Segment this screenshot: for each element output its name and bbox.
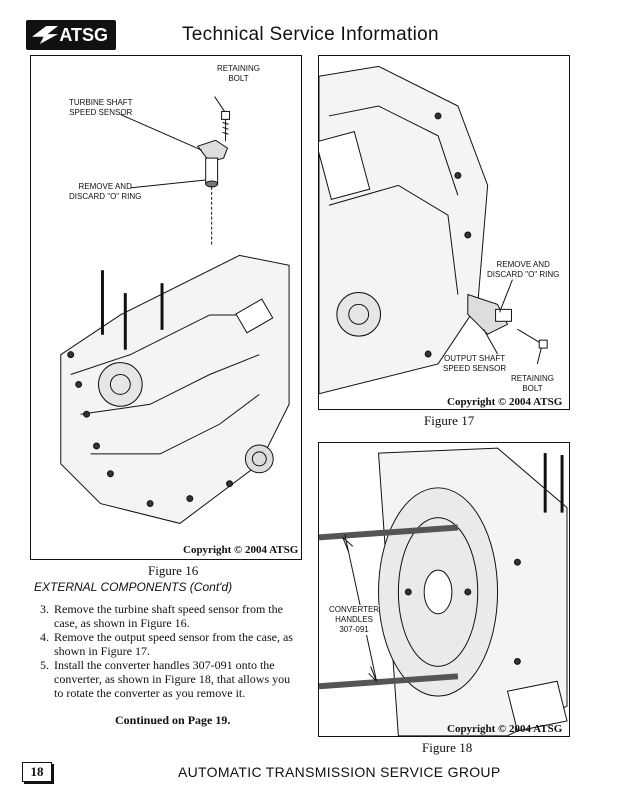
step-item: 4. Remove the output speed sensor from t… xyxy=(40,630,302,658)
converter-handles-illustration xyxy=(319,447,568,736)
instruction-steps: 3. Remove the turbine shaft speed sensor… xyxy=(40,602,302,700)
step-number: 3. xyxy=(40,602,49,616)
output-sensor-illustration xyxy=(319,65,548,395)
atsg-logo: ATSG xyxy=(26,20,116,50)
section-title: EXTERNAL COMPONENTS (Cont'd) xyxy=(34,580,233,594)
figure-17-caption: Figure 17 xyxy=(424,413,475,428)
page-number: 18 xyxy=(22,762,52,782)
step-item: 5. Install the converter handles 307-091… xyxy=(40,658,302,700)
logo-bird-icon xyxy=(32,26,58,44)
step-text: Remove the output speed sensor from the … xyxy=(54,630,293,658)
step-number: 5. xyxy=(40,658,49,672)
step-item: 3. Remove the turbine shaft speed sensor… xyxy=(40,602,302,630)
turbine-sensor-illustration xyxy=(60,96,290,524)
figure-17-copyright: Copyright © 2004 ATSG xyxy=(447,396,563,408)
footer-text: AUTOMATIC TRANSMISSION SERVICE GROUP xyxy=(178,764,501,780)
step-text: Install the converter handles 307-091 on… xyxy=(54,658,291,700)
figure-16-caption: Figure 16 xyxy=(148,563,199,578)
figure-16-copyright: Copyright © 2004 ATSG xyxy=(183,544,299,556)
continued-note: Continued on Page 19. xyxy=(115,713,231,727)
logo-text: ATSG xyxy=(59,24,108,45)
step-number: 4. xyxy=(40,630,49,644)
page-title: Technical Service Information xyxy=(182,24,439,45)
figure-18-caption: Figure 18 xyxy=(422,740,473,755)
figure-18-copyright: Copyright © 2004 ATSG xyxy=(447,723,563,735)
step-text: Remove the turbine shaft speed sensor fr… xyxy=(54,602,283,630)
